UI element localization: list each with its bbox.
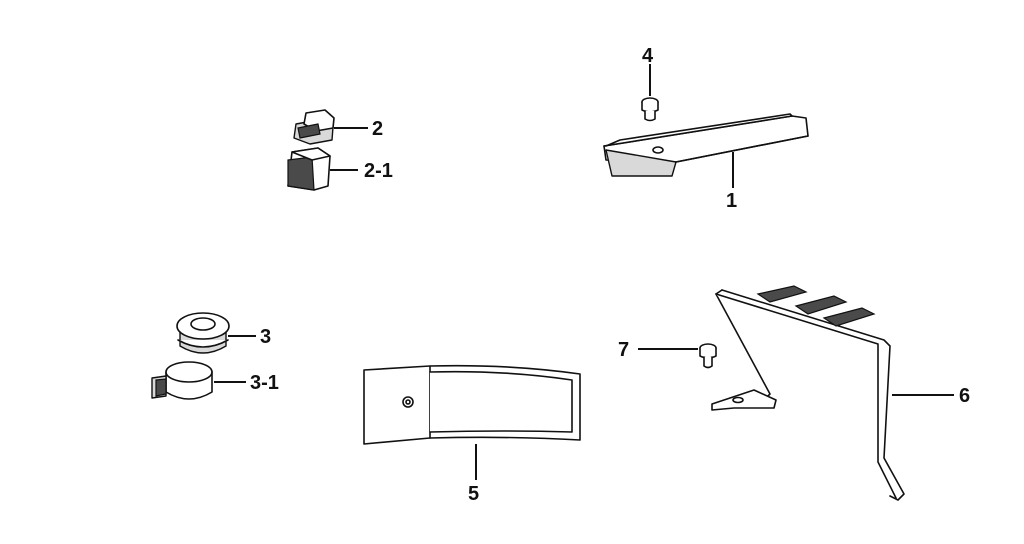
part-3-grommet — [176, 312, 230, 354]
callout-3: 3 — [260, 326, 271, 348]
callout-2-1: 2-1 — [364, 160, 393, 182]
part-2-1-block — [287, 147, 331, 191]
callout-5: 5 — [468, 483, 479, 505]
callout-6: 6 — [959, 385, 970, 407]
callout-1: 1 — [726, 190, 737, 212]
part-7-screw — [699, 343, 717, 369]
callout-4: 4 — [642, 45, 654, 67]
callout-7: 7 — [618, 339, 629, 361]
part-5-shield — [363, 364, 581, 445]
part-6-wire-stay — [711, 285, 905, 501]
part-1-bracket — [603, 113, 809, 177]
part-2-clip — [293, 109, 335, 145]
callout-3-1: 3-1 — [250, 372, 279, 394]
callout-2: 2 — [372, 118, 383, 140]
part-4-bolt — [641, 97, 659, 122]
part-3-1-clamp — [151, 361, 213, 400]
